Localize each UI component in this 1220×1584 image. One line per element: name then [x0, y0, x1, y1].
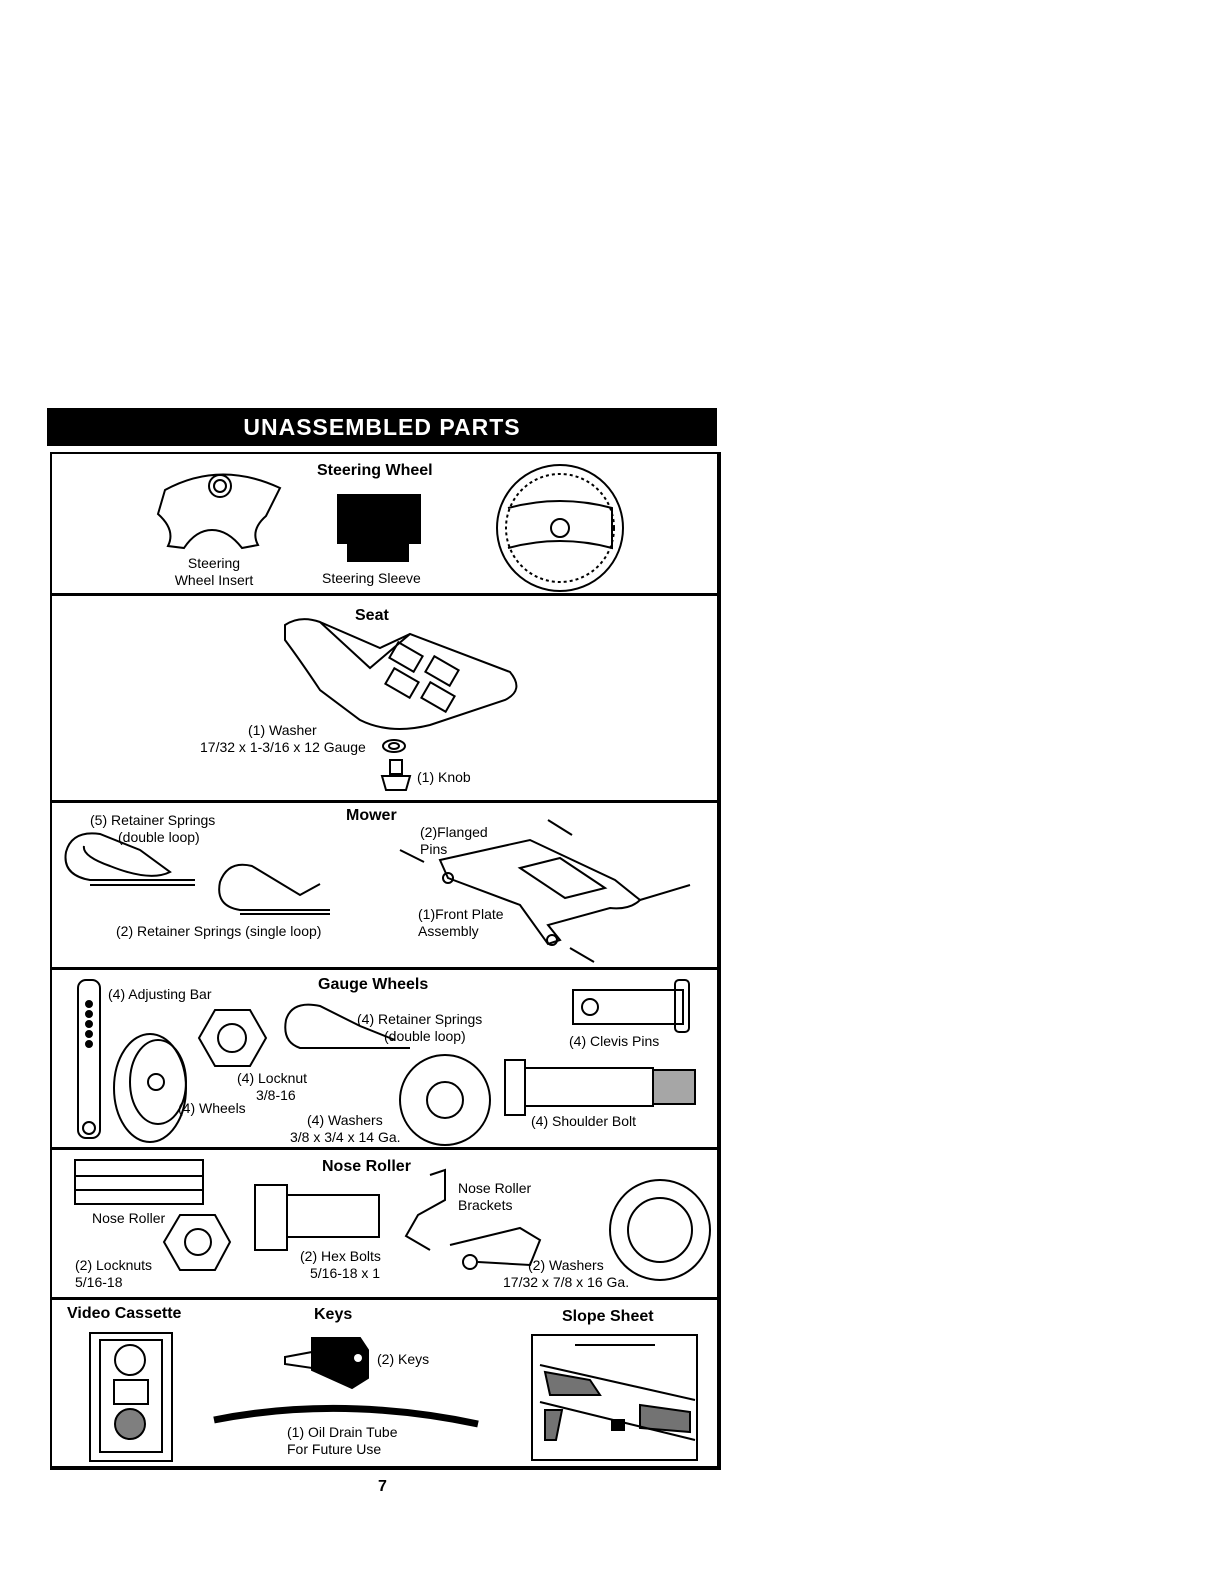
steering-wheel-heading: Steering Wheel	[317, 462, 433, 479]
locknut-illustration	[197, 1009, 268, 1067]
flanged-pins-line1: (2)Flanged	[420, 824, 488, 840]
gauge-washers-line2: 3/8 x 3/4 x 14 Ga.	[290, 1129, 401, 1145]
parts-frame	[50, 452, 721, 1470]
steering-wheel-insert-illustration	[156, 473, 282, 550]
front-plate-line1: (1)Front Plate	[418, 906, 504, 922]
divider	[50, 1147, 721, 1150]
knob-illustration	[380, 759, 412, 791]
oil-tube-line2: For Future Use	[287, 1441, 382, 1457]
nose-locknuts-line2: 5/16-18	[75, 1274, 123, 1290]
shoulder-bolt-label: (4) Shoulder Bolt	[531, 1113, 637, 1129]
mower-springs-single-label: (2) Retainer Springs (single loop)	[116, 923, 322, 939]
video-cassette-heading: Video Cassette	[67, 1305, 182, 1322]
mower-heading: Mower	[346, 807, 397, 824]
shoulder-bolt-illustration	[504, 1059, 696, 1116]
divider	[50, 800, 721, 803]
hex-bolt-illustration	[254, 1184, 380, 1251]
steering-sleeve-label: Steering Sleeve	[322, 570, 421, 586]
mower-springs-double-line2: (double loop)	[118, 829, 200, 845]
steering-insert-label-line1: Steering	[187, 555, 241, 571]
nose-locknuts-line1: (2) Locknuts	[75, 1257, 153, 1273]
retainer-spring-double-illustration	[64, 832, 195, 886]
washer-label-line2: 17/32 x 1-3/16 x 12 Gauge	[200, 739, 366, 755]
steering-insert-label-line2: Wheel Insert	[174, 572, 254, 588]
front-plate-line2: Assembly	[418, 923, 479, 939]
hex-bolts-line2: 5/16-18 x 1	[310, 1265, 381, 1281]
wheels-label: (4) Wheels	[178, 1100, 246, 1116]
nose-roller-illustration	[74, 1159, 204, 1205]
washer-label-line1: (1) Washer	[248, 722, 317, 738]
video-cassette-illustration	[89, 1332, 173, 1462]
nose-roller-heading: Nose Roller	[322, 1158, 411, 1175]
locknut-line2: 3/8-16	[256, 1087, 296, 1103]
divider	[50, 593, 721, 596]
slope-sheet-illustration	[531, 1334, 698, 1461]
keys-label: (2) Keys	[377, 1351, 430, 1367]
gauge-washer-illustration	[399, 1054, 491, 1146]
nose-roller-bracket-illustration	[404, 1168, 542, 1270]
brackets-line1: Nose Roller	[458, 1180, 532, 1196]
gauge-springs-line2: (double loop)	[384, 1028, 466, 1044]
page-number: 7	[378, 1478, 387, 1495]
seat-illustration	[284, 618, 518, 753]
hex-bolts-line1: (2) Hex Bolts	[300, 1248, 381, 1264]
nose-washer-illustration	[609, 1179, 711, 1281]
gauge-wheel-illustration	[113, 1033, 187, 1143]
seat-heading: Seat	[355, 607, 389, 624]
divider	[50, 967, 721, 970]
gauge-retainer-spring-illustration	[284, 1003, 410, 1049]
key-illustration	[284, 1337, 369, 1390]
nose-locknut-illustration	[162, 1214, 232, 1271]
gauge-springs-line1: (4) Retainer Springs	[357, 1011, 483, 1027]
steering-insert-label: Steering Wheel Insert	[165, 555, 263, 589]
keys-heading: Keys	[314, 1306, 353, 1323]
nose-roller-label: Nose Roller	[92, 1210, 166, 1226]
slope-sheet-heading: Slope Sheet	[562, 1308, 654, 1325]
knob-label: (1) Knob	[417, 769, 471, 785]
adjusting-bar-label: (4) Adjusting Bar	[108, 986, 212, 1002]
section-banner: UNASSEMBLED PARTS	[47, 408, 717, 446]
divider	[50, 1297, 721, 1300]
steering-sleeve-illustration	[337, 494, 421, 562]
oil-drain-tube-illustration	[213, 1404, 479, 1428]
retainer-spring-single-illustration	[218, 863, 330, 915]
clevis-pin-illustration	[572, 979, 690, 1033]
clevis-pins-label: (4) Clevis Pins	[569, 1033, 660, 1049]
brackets-line2: Brackets	[458, 1197, 513, 1213]
oil-tube-line1: (1) Oil Drain Tube	[287, 1424, 398, 1440]
mower-springs-double-line1: (5) Retainer Springs	[90, 812, 216, 828]
gauge-washers-line1: (4) Washers	[307, 1112, 383, 1128]
nose-washers-line1: (2) Washers	[528, 1257, 604, 1273]
steering-wheel-illustration	[496, 464, 624, 592]
front-plate-illustration	[399, 819, 691, 963]
flanged-pins-line2: Pins	[420, 841, 448, 857]
gauge-wheels-heading: Gauge Wheels	[318, 976, 429, 993]
adjusting-bar-illustration	[77, 979, 101, 1139]
locknut-line1: (4) Locknut	[237, 1070, 308, 1086]
nose-washers-line2: 17/32 x 7/8 x 16 Ga.	[503, 1274, 630, 1290]
